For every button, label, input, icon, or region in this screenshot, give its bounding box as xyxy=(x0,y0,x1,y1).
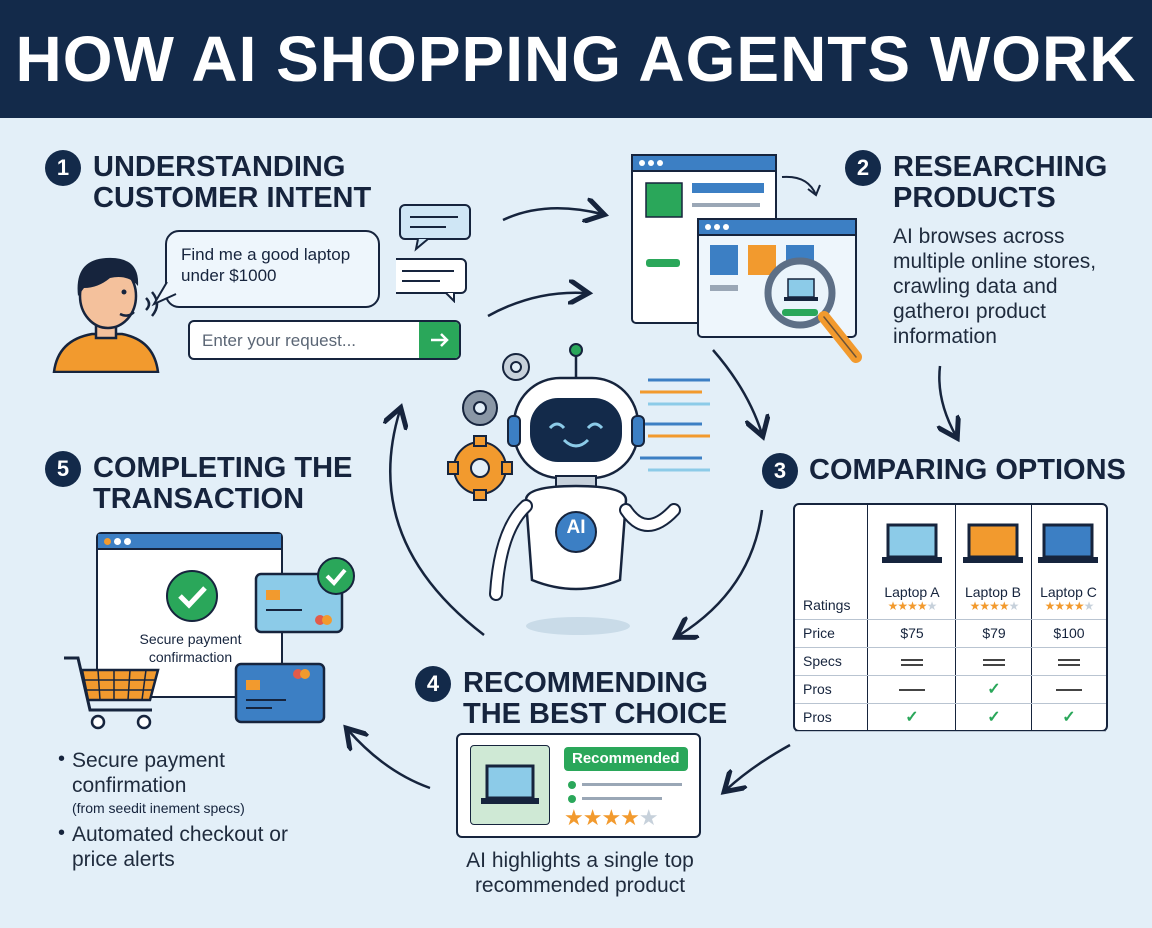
laptop-b-header: Laptop B xyxy=(955,519,1031,600)
rating-cell: ★★★★★ xyxy=(956,591,1032,620)
equal-icon xyxy=(983,658,1005,666)
window-titlebar xyxy=(98,534,281,550)
laptop-c-header: Laptop C xyxy=(1031,519,1106,600)
equal-cell xyxy=(956,647,1032,676)
value-cell: $100 xyxy=(1032,619,1106,648)
comparison-table-card: Laptop A Laptop B Laptop C Ratings ★★★★★ ★… xyxy=(793,503,1108,732)
list-item: • Automated checkout or price alerts xyxy=(56,822,316,872)
credit-card-icon xyxy=(254,557,355,634)
step-1-title: UNDERSTANDING CUSTOMER INTENT xyxy=(93,151,372,214)
table-row: Price$75$79$100 xyxy=(795,619,1106,648)
transaction-bullet-list: • Secure payment confirmation (from seed… xyxy=(56,748,316,872)
bullet-point: • xyxy=(58,748,66,770)
arrow-right-icon xyxy=(431,333,449,347)
product-thumbnail xyxy=(470,745,550,825)
check-icon: ✓ xyxy=(905,709,919,726)
step-3-title: COMPARING OPTIONS xyxy=(809,454,1126,486)
table-row: Specs xyxy=(795,647,1106,676)
step-4-title: RECOMMENDING THE BEST CHOICE xyxy=(463,667,728,730)
check-cell: ✓ xyxy=(956,675,1032,704)
step-2-number: 2 xyxy=(845,150,881,186)
check-icon: ✓ xyxy=(987,709,1001,726)
step-5-number: 5 xyxy=(45,451,81,487)
ai-robot-icon xyxy=(447,343,710,635)
customer-request-text: Find me a good laptop under $1000 xyxy=(181,245,351,285)
check-cell: ✓ xyxy=(868,703,956,732)
equal-cell xyxy=(868,647,956,676)
bullet-main-text: Secure payment confirmation xyxy=(72,749,225,797)
payment-confirmation-text: Secure payment confirmaction xyxy=(139,631,242,665)
laptop-icon xyxy=(963,523,1023,563)
equal-icon xyxy=(901,658,923,666)
rating-stars-icon: ★★★★★ xyxy=(1044,598,1095,613)
equal-cell xyxy=(1032,647,1106,676)
customer-speech-bubble xyxy=(165,230,380,308)
dash-cell xyxy=(1032,675,1106,704)
rating-cell: ★★★★★ xyxy=(1032,591,1106,620)
request-input-placeholder: Enter your request... xyxy=(202,331,357,350)
rating-stars-icon: ★★★★★ xyxy=(564,805,659,830)
row-label: Pros xyxy=(795,675,868,704)
step-1-number: 1 xyxy=(45,150,81,186)
row-label: Pros xyxy=(795,703,868,732)
chat-bubbles-icon xyxy=(396,204,471,303)
shopping-cart-icon xyxy=(64,656,160,730)
submit-request-button[interactable] xyxy=(419,322,459,358)
credit-card-icon xyxy=(234,662,326,724)
person-icon xyxy=(52,257,160,373)
step-5-title: COMPLETING THE TRANSACTION xyxy=(93,452,353,515)
detail-line xyxy=(582,797,662,800)
gear-icon xyxy=(447,353,530,501)
window-dot xyxy=(104,538,111,545)
rating-stars-icon: ★★★★★ xyxy=(969,598,1020,613)
check-icon: ✓ xyxy=(987,681,1001,698)
speech-bubble-tail xyxy=(151,281,177,307)
recommended-badge: Recommended xyxy=(564,747,688,771)
step-2-description: AI browses across multiple online stores… xyxy=(893,225,1097,348)
dash-icon xyxy=(1056,689,1082,692)
equal-icon xyxy=(1058,658,1080,666)
robot-ai-badge: AI xyxy=(566,517,586,538)
window-dot xyxy=(124,538,131,545)
row-label: Ratings xyxy=(795,591,868,620)
step-4-number: 4 xyxy=(415,666,451,702)
laptop-a-header: Laptop A xyxy=(871,519,953,600)
table-row: Pros ✓ xyxy=(795,675,1106,704)
value-cell: $79 xyxy=(956,619,1032,648)
browser-windows-icon xyxy=(631,154,862,363)
step-4-description: AI highlights a single top recommended p… xyxy=(466,849,694,897)
page-title: HOW AI SHOPPING AGENTS WORK xyxy=(15,23,1137,95)
list-item: • Secure payment confirmation (from seed… xyxy=(56,748,316,818)
step-3-number: 3 xyxy=(762,453,798,489)
rating-cell: ★★★★★ xyxy=(868,591,956,620)
bullet-sub-text: (from seedit inement specs) xyxy=(72,800,245,816)
rating-stars-icon: ★★★★★ xyxy=(887,598,938,613)
table-row: Pros ✓ ✓ ✓ xyxy=(795,703,1106,732)
row-label: Price xyxy=(795,619,868,648)
row-label: Specs xyxy=(795,647,868,676)
detail-line xyxy=(582,783,682,786)
bullet-main-text: Automated checkout or price alerts xyxy=(72,823,288,871)
check-icon: ✓ xyxy=(1062,709,1076,726)
laptop-icon xyxy=(1038,523,1098,563)
check-cell: ✓ xyxy=(956,703,1032,732)
window-dot xyxy=(114,538,121,545)
bullet-dot xyxy=(568,795,576,803)
laptop-icon xyxy=(481,764,539,804)
check-cell: ✓ xyxy=(1032,703,1106,732)
dash-icon xyxy=(899,689,925,692)
table-row: Ratings ★★★★★ ★★★★★ ★★★★★ xyxy=(795,591,1106,620)
dash-cell xyxy=(868,675,956,704)
check-circle-icon xyxy=(166,570,218,622)
header-bar xyxy=(0,0,1152,118)
bullet-dot xyxy=(568,781,576,789)
bullet-point: • xyxy=(58,822,66,844)
value-cell: $75 xyxy=(868,619,956,648)
recommended-product-card: Recommended ★★★★★ xyxy=(456,733,701,838)
step-2-title: RESEARCHING PRODUCTS xyxy=(893,151,1108,214)
request-input[interactable]: Enter your request... xyxy=(188,320,461,360)
laptop-icon xyxy=(882,523,942,563)
